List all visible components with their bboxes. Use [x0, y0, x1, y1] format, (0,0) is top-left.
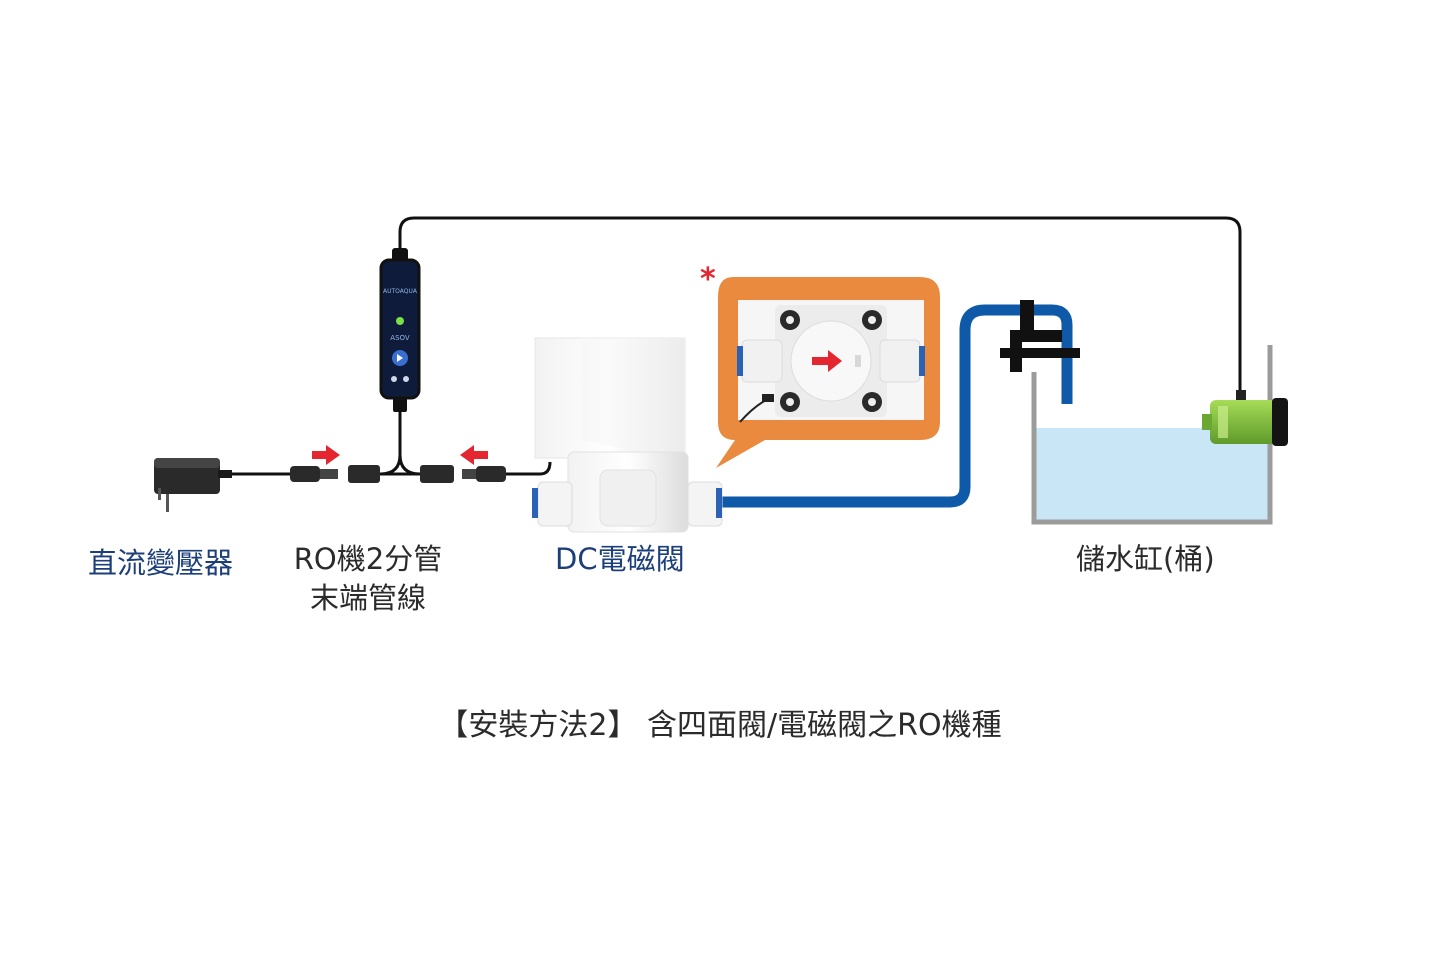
ro-line-label-1: RO機2分管 — [293, 542, 443, 576]
dc-plug-right — [420, 465, 506, 483]
tank-label: 儲水缸(桶) — [1076, 542, 1215, 576]
sensor-wire — [398, 216, 1242, 395]
flow-arrow-icon — [312, 445, 340, 465]
flow-arrow-left — [460, 445, 488, 465]
controller-icon: AUTOAQUA ASOV — [379, 248, 421, 412]
adapter-label: 直流變壓器 — [88, 546, 234, 580]
power-adapter-icon — [154, 458, 232, 512]
callout-marker: * — [700, 262, 716, 297]
diagram-caption: 【安裝方法2】 含四面閥/電磁閥之RO機種 — [438, 708, 1002, 743]
controller-branch-wire — [379, 410, 421, 476]
controller-model: ASOV — [390, 334, 410, 342]
sensor-icon — [1202, 390, 1288, 446]
solenoid-valve-icon — [532, 337, 723, 533]
water-pipe — [715, 304, 1073, 508]
controller-brand: AUTOAQUA — [383, 288, 418, 295]
valve-wire — [505, 461, 552, 476]
ro-line-label-2: 末端管線 — [309, 581, 426, 615]
dc-plug-left — [290, 465, 380, 483]
pipe-clamp-icon — [1000, 300, 1080, 372]
valve-detail-callout — [716, 277, 940, 468]
valve-detail-icon — [737, 305, 925, 423]
valve-label: DC電磁閥 — [555, 542, 685, 576]
